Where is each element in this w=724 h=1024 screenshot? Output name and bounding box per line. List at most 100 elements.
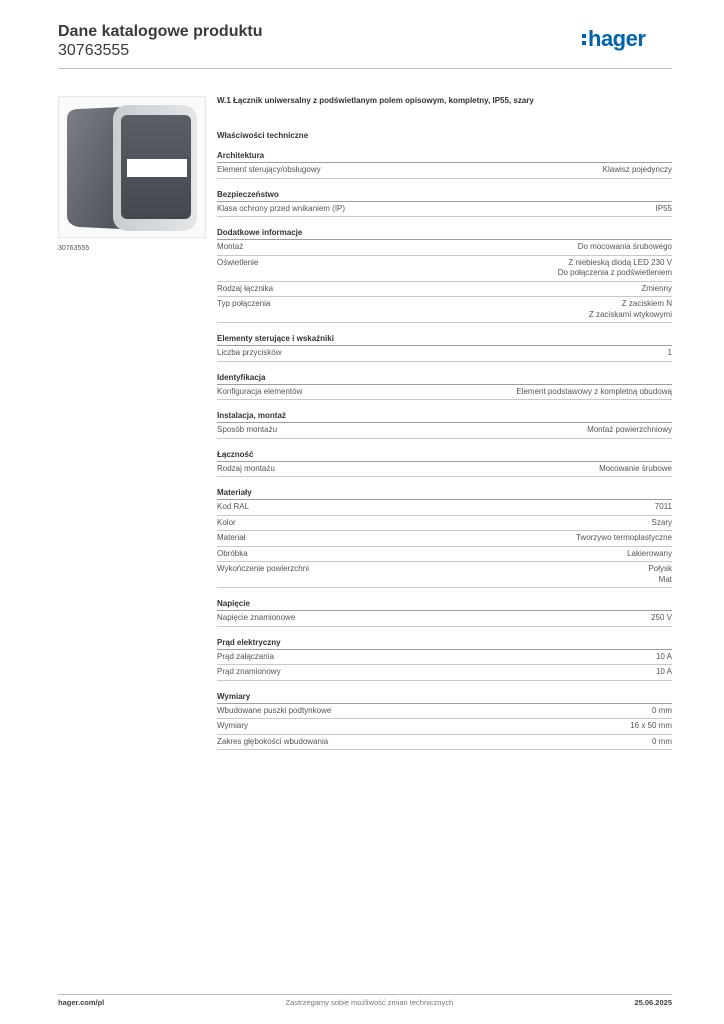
- group-heading: Napięcie: [217, 599, 250, 608]
- group-heading: Architektura: [217, 151, 265, 160]
- footer-divider: [58, 994, 672, 995]
- spec-label: Prąd załączania: [217, 651, 274, 661]
- image-caption: 30763555: [58, 245, 90, 252]
- group-heading: Bezpieczeństwo: [217, 189, 279, 199]
- group-divider: [217, 422, 672, 423]
- spec-value-line: Szary: [651, 517, 672, 527]
- document-title: Dane katalogowe produktu: [58, 23, 263, 40]
- spec-value-line: 250 V: [651, 613, 672, 622]
- spec-label: Liczba przycisków: [217, 348, 282, 357]
- spec-label: Wbudowane puszki podtynkowe: [217, 705, 332, 715]
- spec-label: Rodzaj montażu: [217, 463, 275, 473]
- spec-value: 7011: [655, 502, 672, 513]
- spec-value-line: Tworzywo termoplastyczne: [575, 533, 672, 542]
- group-divider: [217, 499, 672, 500]
- product-specs: W.1 Łącznik uniwersalny z podświetlanym …: [217, 95, 672, 750]
- hager-logo-mark: hager: [582, 26, 647, 51]
- product-image: [58, 96, 206, 238]
- group-divider: [217, 345, 672, 346]
- spec-value: 0 mm: [652, 737, 672, 748]
- footer-website: hager.com/pl: [58, 998, 105, 1007]
- section-heading: Właściwości techniczne: [217, 131, 309, 140]
- spec-label: Napięcie znamionowe: [217, 613, 296, 622]
- group-heading: Elementy sterujące i wskaźniki: [217, 334, 334, 343]
- spec-row: Wbudowane puszki podtynkowe 0 mm: [217, 704, 672, 719]
- spec-value: Zmienny: [641, 284, 672, 295]
- group-divider: [217, 702, 672, 704]
- spec-value: Element podstawowy z kompletną obudową: [516, 387, 672, 398]
- page-footer: hager.com/pl Zastrzegamy sobie możliwość…: [58, 998, 672, 1007]
- spec-label: Wymiary: [217, 721, 249, 730]
- spec-value-line: 0 mm: [652, 736, 672, 746]
- spec-value: Tworzywo termoplastyczne: [576, 533, 672, 544]
- product-title: W.1 Łącznik uniwersalny z podświetlanym …: [217, 96, 534, 105]
- spec-value-line: 10 A: [655, 667, 672, 676]
- spec-row: Napięcie znamionowe 250 V: [217, 611, 672, 627]
- spec-value: 10 A: [656, 667, 672, 678]
- group-heading: Materiały: [217, 488, 252, 497]
- spec-value-line: IP55: [655, 203, 672, 213]
- spec-value-line: Z niebieską diodą LED 230 V: [568, 257, 672, 267]
- spec-value-line: Klawisz pojedynczy: [602, 165, 672, 174]
- spec-value: Lakierowany: [627, 549, 672, 560]
- group-divider: [217, 460, 672, 462]
- spec-value-line: 7011: [654, 502, 672, 511]
- spec-label: Konfiguracja elementów: [217, 386, 303, 396]
- group-divider: [217, 162, 672, 163]
- spec-value-line: 10 A: [655, 651, 672, 661]
- group-heading: Prąd elektryczny: [217, 637, 281, 647]
- spec-value: IP55: [656, 204, 672, 215]
- product-number: 30763555: [58, 42, 130, 59]
- spec-label: Kod RAL: [217, 502, 250, 511]
- spec-label: Obróbka: [217, 548, 248, 558]
- spec-value: 10 A: [656, 652, 672, 663]
- logo-text: hager: [588, 26, 646, 51]
- spec-label: Kolor: [217, 517, 236, 527]
- spec-value-line: Do połączenia z podświetleniem: [557, 268, 672, 277]
- group-heading: Dodatkowe informacje: [217, 228, 303, 237]
- spec-label: Zakres głębokości wbudowania: [217, 736, 329, 746]
- spec-value: 250 V: [651, 613, 672, 624]
- group-heading: Wymiary: [217, 691, 251, 701]
- spec-value-line: 0 mm: [652, 705, 672, 715]
- spec-label: Montaż: [217, 242, 244, 251]
- spec-value-line: Połysk: [648, 564, 672, 573]
- spec-value-line: Z zaciskami wtykowymi: [588, 309, 672, 319]
- footer-disclaimer: Zastrzegamy sobie możliwość zmian techni…: [285, 998, 454, 1007]
- group-heading: Identyfikacja: [217, 372, 266, 382]
- spec-row: Konfiguracja elementów Element podstawowy…: [217, 385, 672, 400]
- spec-value: Szary: [652, 518, 672, 529]
- spec-value: Mocowanie śrubowe: [599, 464, 672, 475]
- spec-label: Oświetlenie: [217, 257, 259, 267]
- spec-value-line: Lakierowany: [627, 548, 672, 558]
- spec-label: Sposób montażu: [217, 425, 278, 434]
- spec-value-line: Z zaciskiem N: [621, 299, 672, 308]
- spec-row: Kolor Szary: [217, 516, 672, 531]
- spec-value: Do mocowania śrubowego: [578, 242, 672, 253]
- spec-row: Wymiary 16 x 50 mm: [217, 719, 672, 735]
- spec-label: Klasa ochrony przed wnikaniem (IP): [217, 203, 346, 213]
- spec-row: Sposób montażu Montaż powierzchniowy: [217, 423, 672, 439]
- spec-row: Prąd załączania 10 A: [217, 650, 672, 665]
- spec-label: Typ połączenia: [217, 299, 271, 308]
- group-divider: [217, 610, 672, 611]
- spec-value: Montaż powierzchniowy: [587, 425, 672, 436]
- spec-value: Klawisz pojedynczy: [603, 165, 672, 176]
- spec-row: Liczba przycisków 1: [217, 346, 672, 362]
- document-header: Dane katalogowe produktu 30763555: [58, 22, 262, 60]
- spec-row: Rodzaj montażu Mocowanie śrubowe: [217, 462, 672, 477]
- spec-value: 1: [668, 348, 672, 359]
- group-divider: [217, 383, 672, 385]
- group-divider: [217, 239, 672, 240]
- spec-value-line: 16 x 50 mm: [630, 721, 672, 730]
- footer-date: 25.06.2025: [634, 998, 672, 1007]
- spec-row: Obróbka Lakierowany: [217, 547, 672, 562]
